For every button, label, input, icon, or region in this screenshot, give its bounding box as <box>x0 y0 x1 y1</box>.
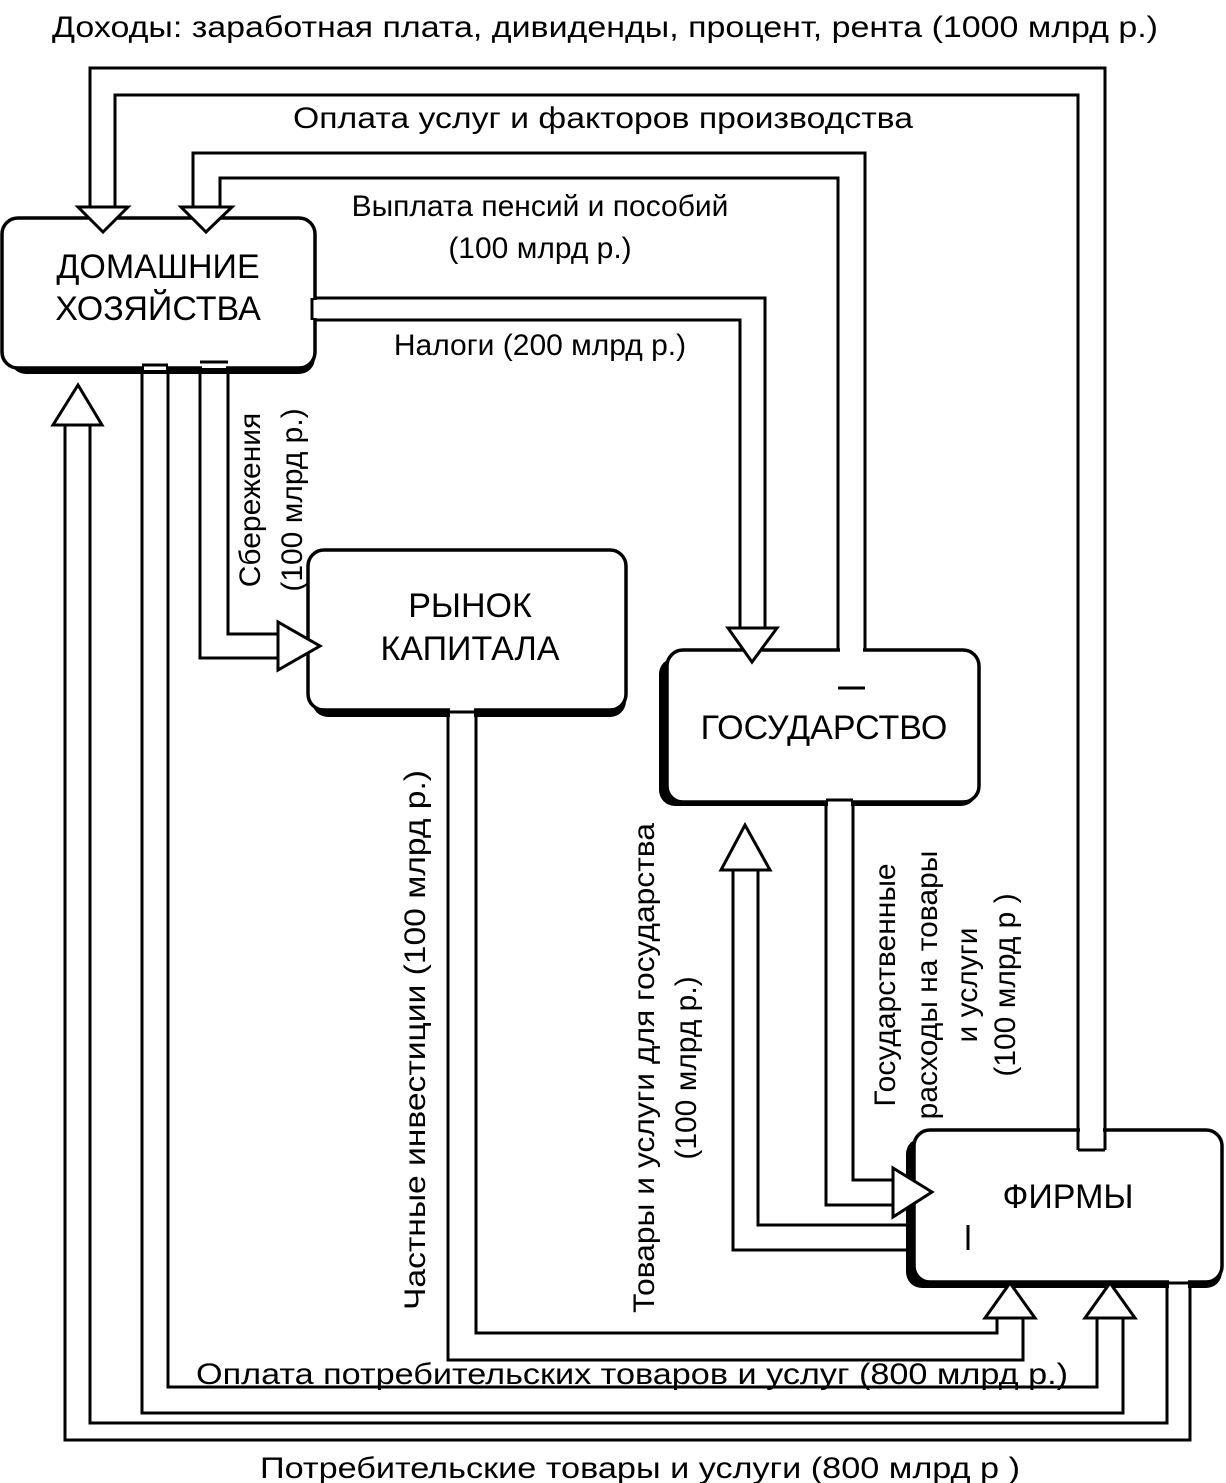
capital-market-label-line2: КАПИТАЛА <box>380 630 559 668</box>
government-spending-lane <box>824 800 893 1207</box>
households-label-line1: ДОМАШНИЕ <box>56 248 259 286</box>
savings-label-line2: (100 млрд р.) <box>276 408 309 591</box>
government-spending-label-line1: Государственные <box>869 863 902 1106</box>
income-flow-lane-inner <box>88 66 1107 1150</box>
savings-lane-opening <box>202 360 226 368</box>
government-spending-arrow-head <box>891 1165 935 1220</box>
taxes-flow-lane <box>312 296 767 628</box>
taxes-label: Налоги (200 млрд р.) <box>394 329 686 362</box>
government-box <box>659 648 981 806</box>
consumer-payments-arrow-head <box>1082 1280 1138 1320</box>
savings-label-line1: Сбережения <box>234 413 267 588</box>
goods-for-government-lane-inner <box>731 870 968 1252</box>
investment-flow-lane-inner <box>474 712 999 1335</box>
consumer-payments-label: Оплата потребительских товаров и услуг (… <box>196 1358 1068 1391</box>
consumer-payments-lane-inner <box>166 365 1099 1389</box>
pensions-flow-lane <box>218 176 840 688</box>
private-investment-label: Частные инвестиции (100 млрд р.) <box>399 770 432 1310</box>
pensions-arrow-head <box>177 205 236 235</box>
pensions-label-line2: (100 млрд р.) <box>448 232 631 265</box>
goods-gov-opening <box>960 1227 970 1248</box>
pensions-label-line1: Выплата пенсий и пособий <box>352 190 729 223</box>
government-spending-label-line4: (100 млрд р ) <box>989 893 1022 1076</box>
households-label-line2: ХОЗЯЙСТВА <box>55 290 261 328</box>
taxes-arrow-head <box>725 626 780 665</box>
pensions-flow-lane-inner <box>191 151 867 688</box>
government-spending-label-line2: расходы на товары <box>911 851 944 1120</box>
government-spending-label-line3: и услуги <box>951 928 984 1043</box>
savings-flow-lane <box>198 362 278 660</box>
savings-flow-lane-inner <box>226 362 278 636</box>
taxes-lane-opening <box>303 300 317 318</box>
income-flow-lane <box>113 93 1080 1150</box>
savings-arrow-head <box>276 619 324 673</box>
investment-arrow-head <box>982 1280 1038 1320</box>
goods-for-government-arrow-head <box>718 821 773 872</box>
investment-flow-lane <box>446 712 1025 1362</box>
government-spending-lane-inner <box>851 800 893 1182</box>
consumer-goods-arrow-head <box>50 382 105 427</box>
goods-for-government-lane <box>756 870 968 1227</box>
firms-box <box>906 1128 1224 1288</box>
income-lane-opening <box>1080 1128 1103 1148</box>
income-arrow-head <box>74 205 132 235</box>
consumer-goods-lane-inner <box>88 425 1169 1425</box>
pensions-lane-opening <box>840 640 863 688</box>
firms-label: ФИРМЫ <box>1002 1178 1133 1216</box>
households-box <box>0 216 317 374</box>
goods-for-government-label-line1: Товары и услуги для государства <box>628 823 661 1313</box>
taxes-flow-lane-inner <box>312 318 742 628</box>
consumer-goods-label: Потребительские товары и услуги (800 млр… <box>260 1452 1020 1483</box>
government-label: ГОСУДАРСТВО <box>701 709 948 747</box>
income-flow-label: Доходы: заработная плата, дивиденды, про… <box>52 11 1158 44</box>
factor-payments-label: Оплата услуг и факторов производства <box>293 102 913 135</box>
goods-for-government-label-line2: (100 млрд р.) <box>670 976 703 1159</box>
consumer-payments-lane <box>140 365 1125 1415</box>
consumer-goods-lane <box>63 425 1192 1442</box>
capital-market-label-line1: РЫНОК <box>408 587 532 625</box>
capital-market-box <box>306 548 628 717</box>
